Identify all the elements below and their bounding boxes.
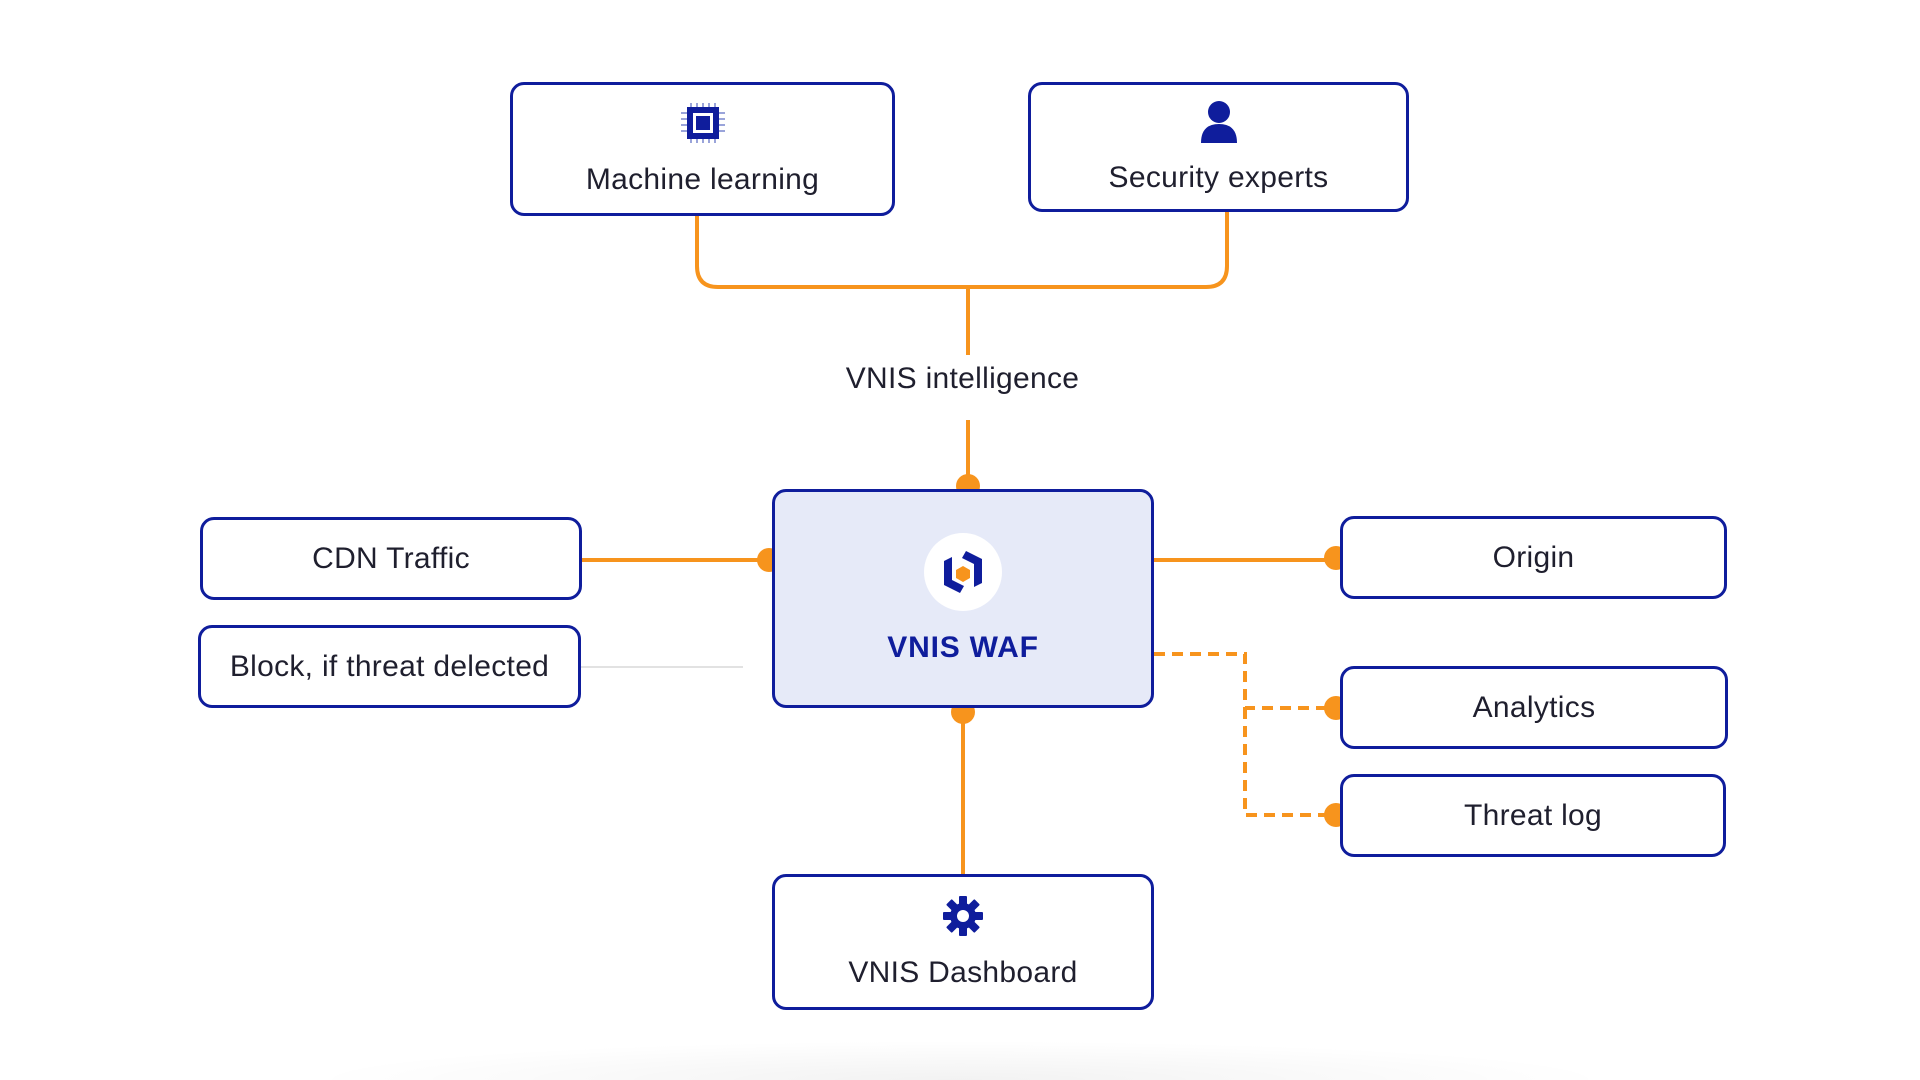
node-label: VNIS WAF: [887, 630, 1039, 664]
connector-experts-to-intelligence: [968, 212, 1229, 289]
user-icon: [1197, 99, 1241, 151]
connector-waf-to-threatlog-dashed: [1243, 708, 1336, 817]
node-label: Block, if threat delected: [229, 649, 550, 683]
node-vnis-waf: VNIS WAF: [772, 489, 1154, 708]
node-vnis-dashboard: VNIS Dashboard: [772, 874, 1154, 1010]
node-security-experts: Security experts: [1028, 82, 1409, 212]
node-threat-log: Threat log: [1340, 774, 1726, 857]
node-label: Analytics: [1472, 690, 1596, 724]
node-cdn-traffic: CDN Traffic: [200, 517, 582, 600]
node-label: VNIS Dashboard: [848, 956, 1078, 989]
node-label: Threat log: [1463, 798, 1603, 832]
node-block-if-threat: Block, if threat delected: [198, 625, 581, 708]
node-origin: Origin: [1340, 516, 1727, 599]
connector-ml-to-intelligence: [695, 216, 968, 289]
node-label: CDN Traffic: [312, 541, 470, 575]
node-label: Security experts: [1108, 161, 1329, 194]
connector-waf-to-analytics-dashed: [1154, 652, 1336, 710]
chip-icon: [679, 101, 727, 153]
gear-icon: [941, 894, 985, 946]
intelligence-label: VNIS intelligence: [845, 362, 1080, 395]
node-label: Machine learning: [585, 163, 820, 196]
node-analytics: Analytics: [1340, 666, 1728, 749]
node-label: Origin: [1492, 540, 1575, 574]
node-machine-learning: Machine learning: [510, 82, 895, 216]
vnis-logo-icon: [924, 532, 1002, 611]
